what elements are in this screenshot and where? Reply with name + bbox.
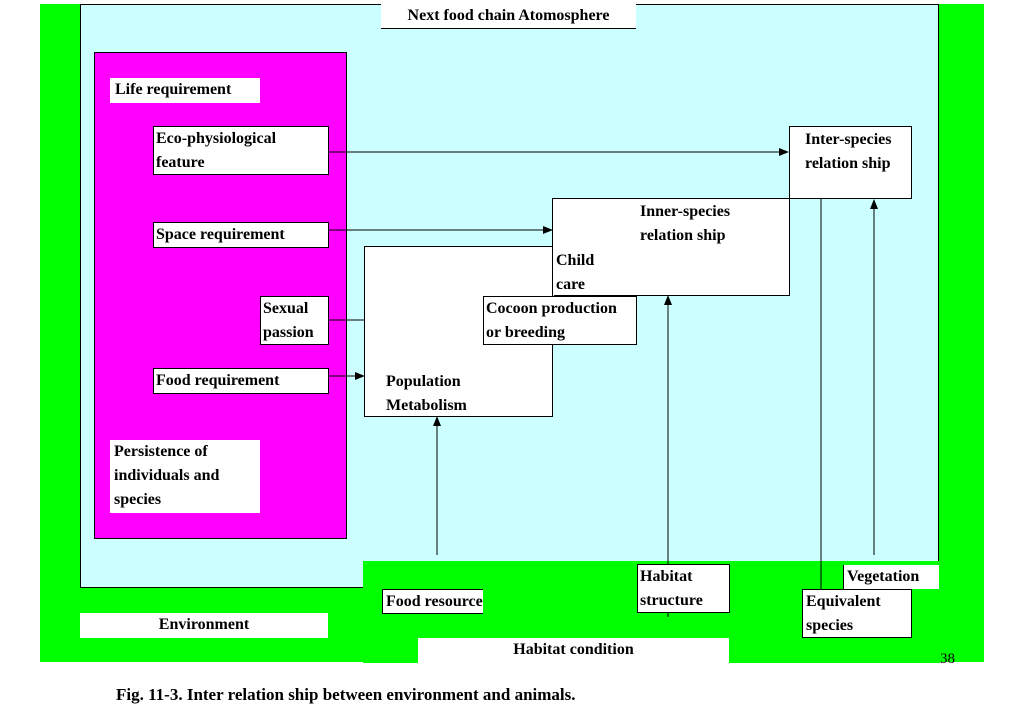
habitat-structure-line2: structure: [640, 592, 703, 609]
habitat-condition-label: Habitat condition: [418, 638, 729, 663]
persistence-line1: Persistence of: [114, 443, 208, 460]
cocoon-line2: or breeding: [486, 324, 565, 341]
inter-species-label: Inter-species relation ship: [805, 128, 892, 176]
equivalent-species-box: Equivalent species: [802, 589, 912, 638]
eco-physiological-box: Eco-physiological feature: [153, 126, 329, 175]
cocoon-box: Cocoon production or breeding: [483, 296, 637, 345]
food-requirement-box: Food requirement: [153, 368, 329, 394]
child-care-label: Child care: [556, 249, 594, 297]
population-label: Population Metabolism: [386, 370, 467, 418]
sexual-passion-box: Sexual passion: [260, 296, 329, 345]
population-line2: Metabolism: [386, 397, 467, 414]
persistence-box: Persistence of individuals and species: [110, 440, 260, 513]
figure-caption: Fig. 11-3. Inter relation ship between e…: [116, 685, 576, 704]
sexual-passion-line1: Sexual: [263, 300, 309, 317]
sexual-passion-line2: passion: [263, 324, 314, 341]
inner-species-box: [552, 198, 790, 296]
persistence-line3: species: [114, 491, 162, 508]
food-resource-box: Food resource: [382, 589, 483, 614]
equivalent-species-line2: species: [806, 617, 854, 634]
inner-species-label: Inner-species relation ship: [640, 200, 730, 248]
inner-species-line2: relation ship: [640, 227, 726, 244]
page-number: 38: [940, 651, 955, 667]
child-care-line2: care: [556, 276, 586, 293]
persistence-line2: individuals and: [114, 467, 220, 484]
inter-species-line2: relation ship: [805, 155, 891, 172]
environment-label: Environment: [80, 613, 328, 638]
equivalent-species-line1: Equivalent: [806, 593, 881, 610]
habitat-structure-box: Habitat structure: [637, 564, 730, 613]
habitat-structure-line1: Habitat: [640, 568, 693, 585]
child-care-line1: Child: [556, 252, 595, 269]
space-requirement-box: Space requirement: [153, 222, 329, 248]
inter-species-line1: Inter-species: [805, 131, 892, 148]
cocoon-line1: Cocoon production: [486, 300, 617, 317]
population-line1: Population: [386, 373, 461, 390]
inter-species-box: [789, 126, 912, 199]
seam-cover-1: [553, 247, 554, 296]
life-requirement-label: Life requirement: [110, 78, 260, 103]
eco-physiological-line2: feature: [156, 154, 205, 171]
atmosphere-label: Next food chain Atomosphere: [381, 4, 636, 29]
inner-species-line1: Inner-species: [640, 203, 731, 220]
vegetation-label: Vegetation: [843, 565, 939, 589]
eco-physiological-line1: Eco-physiological: [156, 130, 277, 147]
